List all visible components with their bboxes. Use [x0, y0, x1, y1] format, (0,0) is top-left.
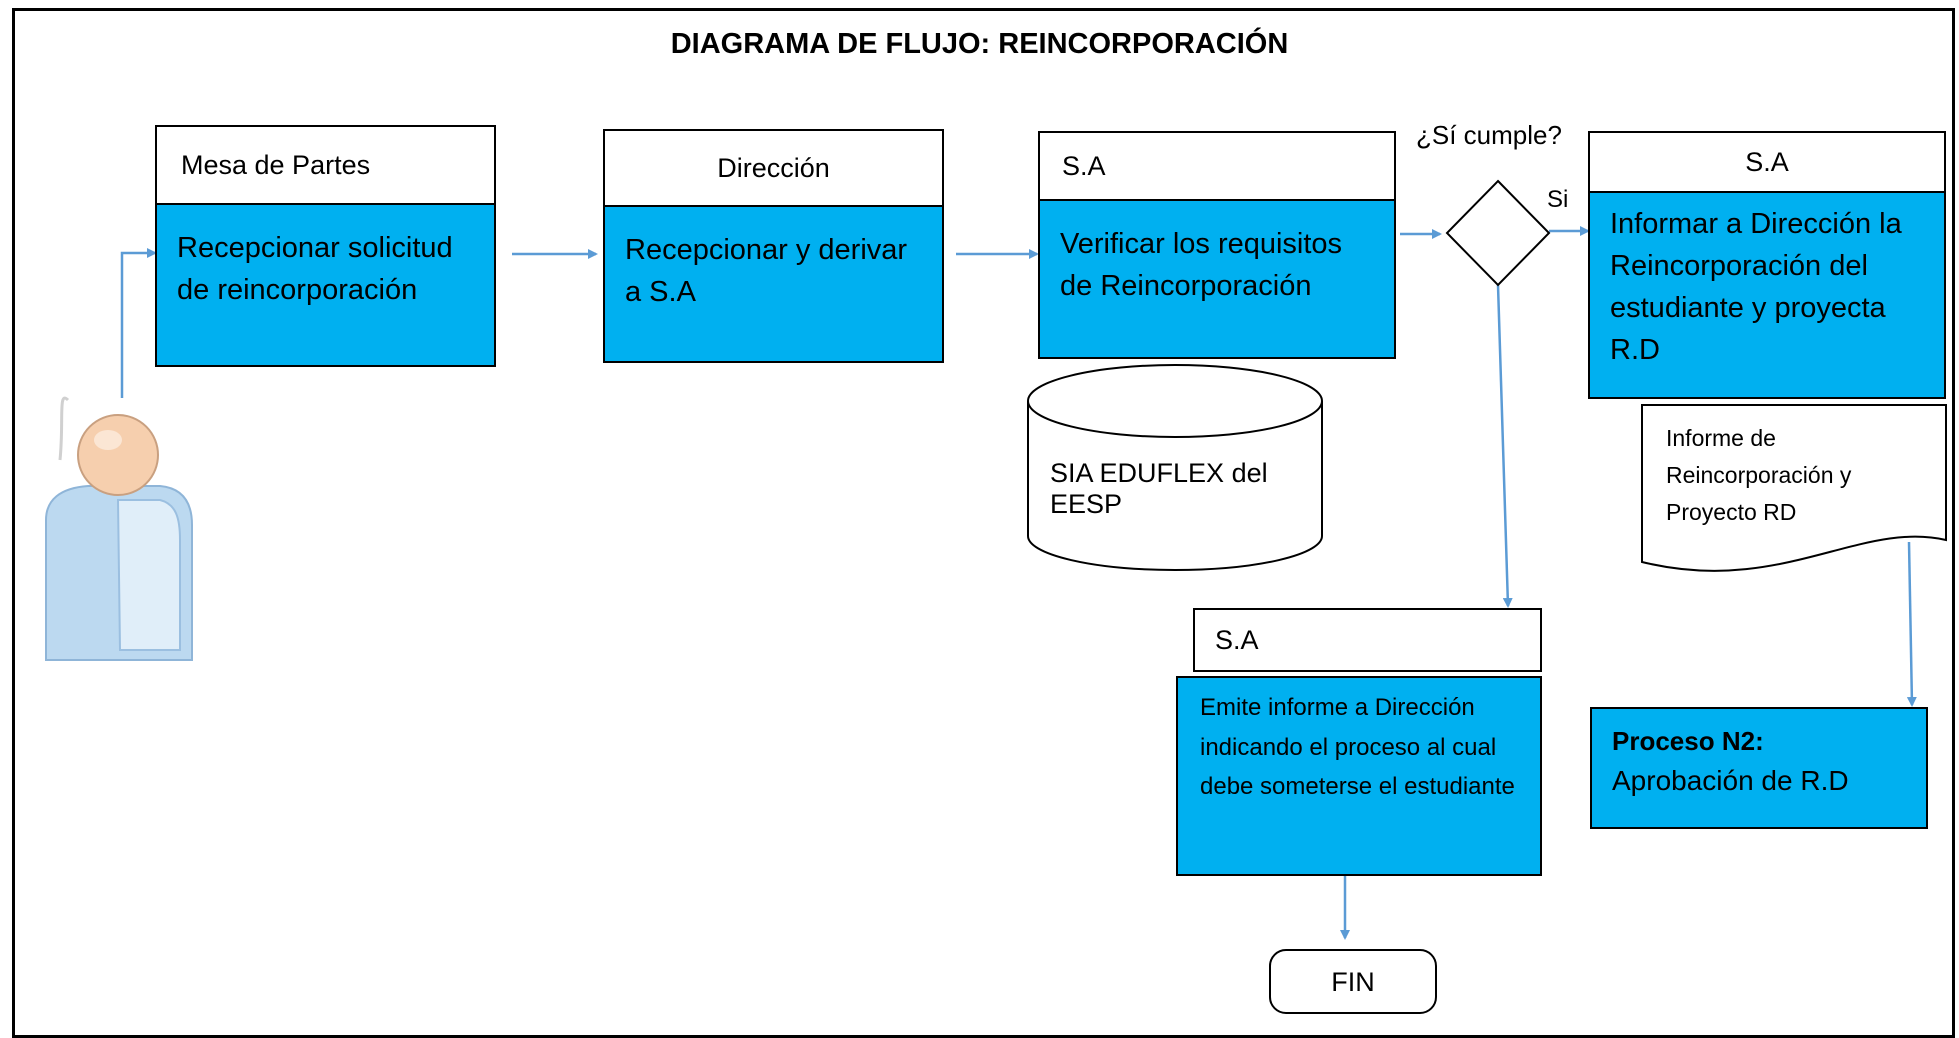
- arrow-decision-to-emite: [1496, 284, 1513, 608]
- database-label: SIA EDUFLEX del EESP: [1050, 458, 1268, 519]
- database-cylinder: [1027, 364, 1323, 571]
- sa-emite-step: Emite informe a Dirección indicando el p…: [1176, 676, 1542, 876]
- decision-diamond: [1445, 179, 1551, 287]
- sa-informar-step: Informar a Dirección la Reincorporación …: [1588, 191, 1946, 399]
- arrow-document-to-process-n2: [1906, 541, 1917, 707]
- sa-verificar-step: Verificar los requisitos de Reincorporac…: [1038, 199, 1396, 359]
- sa-emite-header: S.A: [1193, 608, 1542, 672]
- sa-verificar-header: S.A: [1038, 131, 1396, 201]
- document-text: Informe de Reincorporación y Proyecto RD: [1666, 425, 1852, 525]
- diagram-title: DIAGRAMA DE FLUJO: REINCORPORACIÓN: [670, 28, 1289, 60]
- end-label: FIN: [1331, 967, 1375, 997]
- arrow-actor-to-mesa: [120, 248, 157, 398]
- sa-informar-header: S.A: [1588, 131, 1946, 193]
- process-n2-text: Aprobación de R.D: [1612, 764, 1849, 796]
- process-n2-title: Proceso N2:: [1612, 726, 1764, 756]
- user-person-icon: [45, 396, 193, 661]
- process-n2-box: Proceso N2: Aprobación de R.D: [1590, 707, 1928, 829]
- decision-yes-label: Si: [1547, 186, 1569, 213]
- end-terminator: [1269, 949, 1437, 1014]
- direccion-step: Recepcionar y derivar a S.A: [603, 205, 944, 363]
- mesa-de-partes-step: Recepcionar solicitud de reincorporación: [155, 203, 496, 367]
- direccion-header: Dirección: [603, 129, 944, 207]
- mesa-de-partes-header: Mesa de Partes: [155, 125, 496, 205]
- decision-question: ¿Sí cumple?: [1416, 120, 1562, 150]
- document-shape: [1641, 404, 1947, 572]
